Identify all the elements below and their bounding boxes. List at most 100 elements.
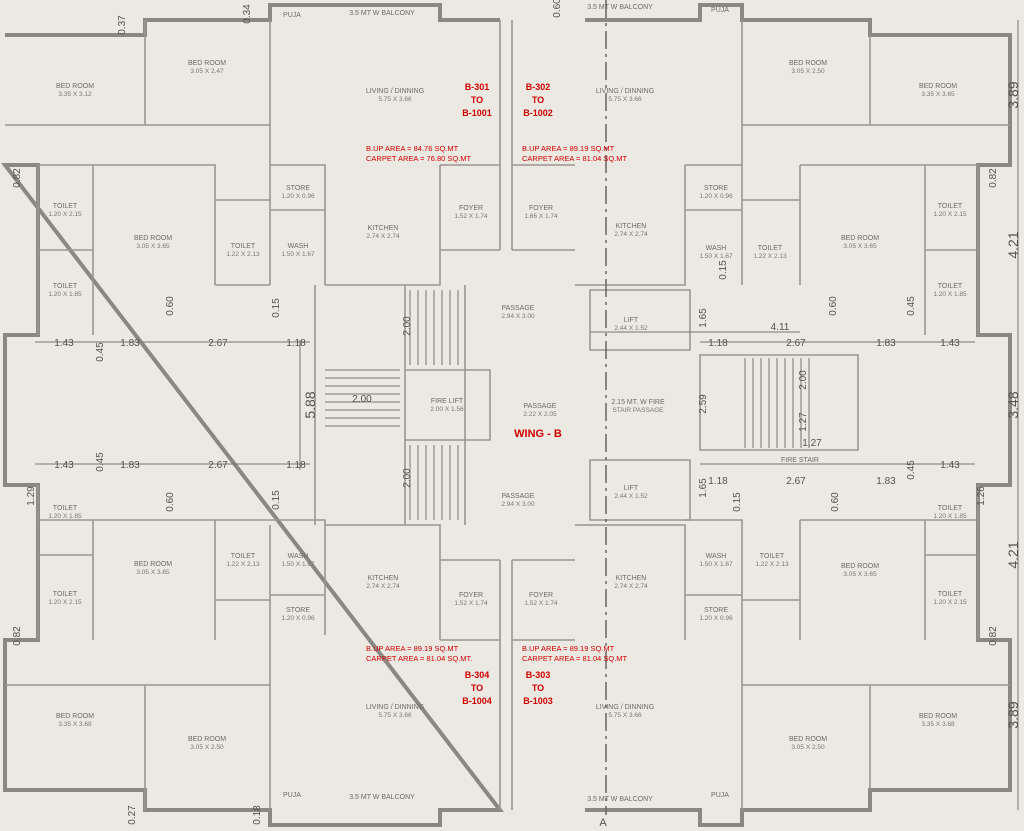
room-name-label: BED ROOM xyxy=(919,713,957,720)
room-name-label: BED ROOM xyxy=(841,563,879,570)
room-name-label: STORE xyxy=(704,607,728,614)
room-size-label: 1.50 X 1.67 xyxy=(699,253,733,260)
room-name-label: TOILET xyxy=(231,243,256,250)
room-name-label: TOILET xyxy=(53,591,78,598)
dimension-label: 1.27 xyxy=(802,438,822,449)
room-size-label: 2.44 X 1.52 xyxy=(614,493,648,500)
flat-number-label: B-302 xyxy=(526,82,551,92)
flat-number-label: B-1004 xyxy=(462,696,492,706)
dimension-label: 1.18 xyxy=(286,338,306,349)
room-name-label: TOILET xyxy=(938,203,963,210)
dimension-label: 0.60 xyxy=(165,492,176,512)
room-name-label: KITCHEN xyxy=(368,225,399,232)
carpet-area-label: CARPET AREA = 81.04 SQ.MT xyxy=(522,654,628,663)
room-size-label: 5.75 X 3.66 xyxy=(378,96,412,103)
dimension-label: 1.29 xyxy=(26,486,37,506)
dimension-label: 1.43 xyxy=(54,460,74,471)
dimension-label: 1.27 xyxy=(798,412,809,432)
room-name-label: TOILET xyxy=(938,591,963,598)
room-size-label: 2.00 X 1.56 xyxy=(430,406,464,413)
builtup-area-label: B.UP AREA = 89.19 SQ.MT xyxy=(366,644,459,653)
dimension-label: 0.15 xyxy=(271,490,282,510)
room-size-label: 1.22 X 2.13 xyxy=(753,253,787,260)
room-name-label: WASH xyxy=(706,553,727,560)
axis-label: A xyxy=(599,817,607,829)
room-name-label: KITCHEN xyxy=(616,575,647,582)
dimension-label: 2.67 xyxy=(786,476,806,487)
dimension-label: 1.18 xyxy=(708,338,728,349)
room-size-label: 2.74 X 2.74 xyxy=(614,583,648,590)
room-size-label: 3.05 X 3.65 xyxy=(843,243,877,250)
dimension-label: 2.67 xyxy=(208,460,228,471)
room-size-label: 3.35 X 3.68 xyxy=(921,721,955,728)
main-dimension-label: 4.21 xyxy=(1005,541,1021,568)
dimension-label: 0.15 xyxy=(271,298,282,318)
room-name-label: TOILET xyxy=(938,505,963,512)
room-name-label: BED ROOM xyxy=(188,60,226,67)
room-name-label: PASSAGE xyxy=(502,493,535,500)
dimension-label: 0.34 xyxy=(242,4,253,24)
room-size-label: 2.74 X 2.74 xyxy=(366,233,400,240)
room-name-label: PASSAGE xyxy=(502,305,535,312)
room-name-label: WASH xyxy=(706,245,727,252)
room-size-label: 1.20 X 0.96 xyxy=(699,615,733,622)
room-size-label: 3.05 X 3.65 xyxy=(843,571,877,578)
room-name-label: WASH xyxy=(288,553,309,560)
room-name-label: FIRE STAIR xyxy=(781,457,819,464)
room-name-label: LIVING / DINNING xyxy=(366,704,424,711)
room-name-label: FOYER xyxy=(529,205,553,212)
flat-number-label: B-303 xyxy=(526,670,551,680)
dimension-label: 1.65 xyxy=(698,478,709,498)
dimension-label: 1.43 xyxy=(940,460,960,471)
room-size-label: 5.75 X 3.66 xyxy=(608,96,642,103)
room-size-label: 3.05 X 2.47 xyxy=(190,68,224,75)
room-size-label: 2.22 X 2.05 xyxy=(523,411,557,418)
room-name-label: STORE xyxy=(286,185,310,192)
room-name-label: TOILET xyxy=(53,283,78,290)
room-size-label: 2.94 X 3.00 xyxy=(501,313,535,320)
room-name-label: BED ROOM xyxy=(919,83,957,90)
room-size-label: 1.20 X 0.96 xyxy=(281,615,315,622)
flat-number-label: TO xyxy=(471,683,483,693)
dimension-label: 2.00 xyxy=(798,370,809,390)
dimension-label: 2.00 xyxy=(402,316,413,336)
dimension-label: 0.15 xyxy=(732,492,743,512)
flat-number-label: TO xyxy=(532,683,544,693)
dimension-label: 0.45 xyxy=(906,460,917,480)
room-size-label: 1.50 X 1.67 xyxy=(281,251,315,258)
room-size-label: 1.52 X 1.74 xyxy=(454,213,488,220)
room-name-label: 3.5 MT W BALCONY xyxy=(349,10,415,17)
room-size-label: 3.05 X 2.50 xyxy=(791,68,825,75)
room-name-label: 2.15 MT. W FIRE xyxy=(611,399,665,406)
room-name-label: FOYER xyxy=(459,205,483,212)
flat-number-label: B-1003 xyxy=(523,696,553,706)
room-name-label: STORE xyxy=(286,607,310,614)
carpet-area-label: CARPET AREA = 81.04 SQ.MT xyxy=(522,154,628,163)
flat-number-label: TO xyxy=(532,95,544,105)
room-name-label: PUJA xyxy=(711,7,729,14)
room-name-label: BED ROOM xyxy=(56,713,94,720)
dimension-label: 0.82 xyxy=(12,168,23,188)
flat-number-label: B-1002 xyxy=(523,108,553,118)
main-dimension-label: 5.88 xyxy=(302,391,318,418)
room-size-label: 3.05 X 3.65 xyxy=(136,243,170,250)
dimension-label: 0.15 xyxy=(718,260,729,280)
room-name-label: LIVING / DINNING xyxy=(596,704,654,711)
room-name-label: BED ROOM xyxy=(789,736,827,743)
room-name-label: TOILET xyxy=(938,283,963,290)
main-dimension-label: 3.89 xyxy=(1005,81,1021,108)
room-name-label: PASSAGE xyxy=(524,403,557,410)
room-size-label: 1.52 X 1.74 xyxy=(454,600,488,607)
main-dimension-label: 3.48 xyxy=(1005,391,1021,418)
room-name-label: PUJA xyxy=(283,12,301,19)
room-size-label: 3.05 X 3.65 xyxy=(136,569,170,576)
main-dimension-label: 3.89 xyxy=(1005,701,1021,728)
room-size-label: 1.20 X 2.15 xyxy=(933,211,967,218)
room-name-label: LIVING / DINNING xyxy=(366,88,424,95)
room-name-label: TOILET xyxy=(760,553,785,560)
room-size-label: 2.94 X 3.00 xyxy=(501,501,535,508)
room-size-label: 1.22 X 2.13 xyxy=(226,561,260,568)
dimension-label: 1.83 xyxy=(120,460,140,471)
